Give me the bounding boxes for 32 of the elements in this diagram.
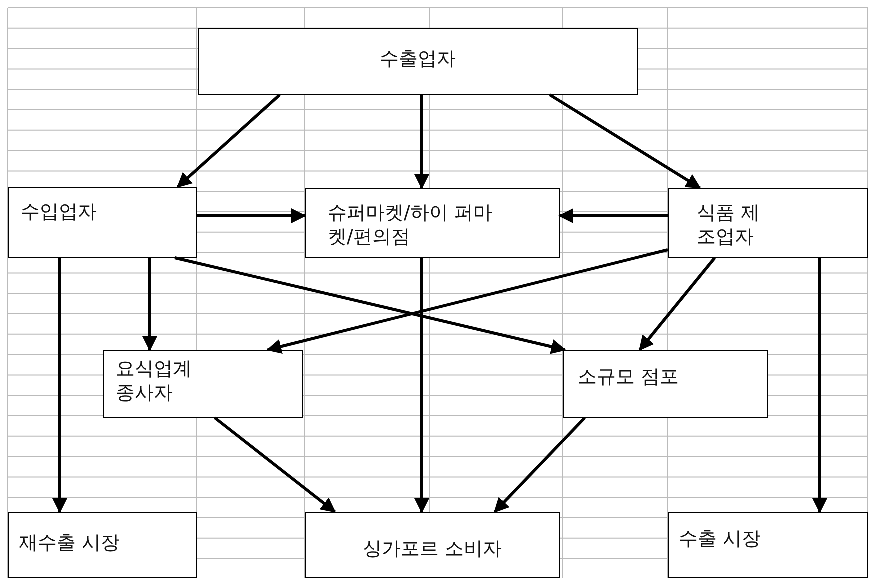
box-label: 소규모 점포 [578,365,680,389]
process-box [103,350,303,418]
process-box [668,188,868,258]
arrow [414,95,430,190]
arrow [176,94,281,188]
process-box [668,512,868,578]
process-box [305,188,560,258]
process-box [198,28,638,95]
arrow [812,258,828,514]
process-box [305,512,560,578]
arrow [142,258,158,352]
box-label: 수출업자 [379,47,457,71]
box-label: 싱가포르 소비자 [362,537,504,561]
arrow [52,258,68,514]
arrow [214,416,336,514]
arrow [266,248,668,354]
process-box [563,350,768,418]
box-label: 수입업자 [21,200,98,224]
box-label: 재수출 시장 [19,531,122,555]
arrow [174,256,566,354]
arrow [494,416,586,514]
arrow [414,258,430,514]
arrow [549,94,702,190]
arrow [197,208,306,224]
box-label: 식품 제조업자 [697,201,762,249]
box-label: 요식업계 종사자 [116,357,193,405]
process-box [8,187,197,258]
arrow [558,208,668,224]
box-label: 수출 시장 [679,527,762,551]
process-box [8,512,197,578]
arrow [638,257,716,352]
box-label: 슈퍼마켓/하이 퍼마켓/편의점 [328,201,494,249]
